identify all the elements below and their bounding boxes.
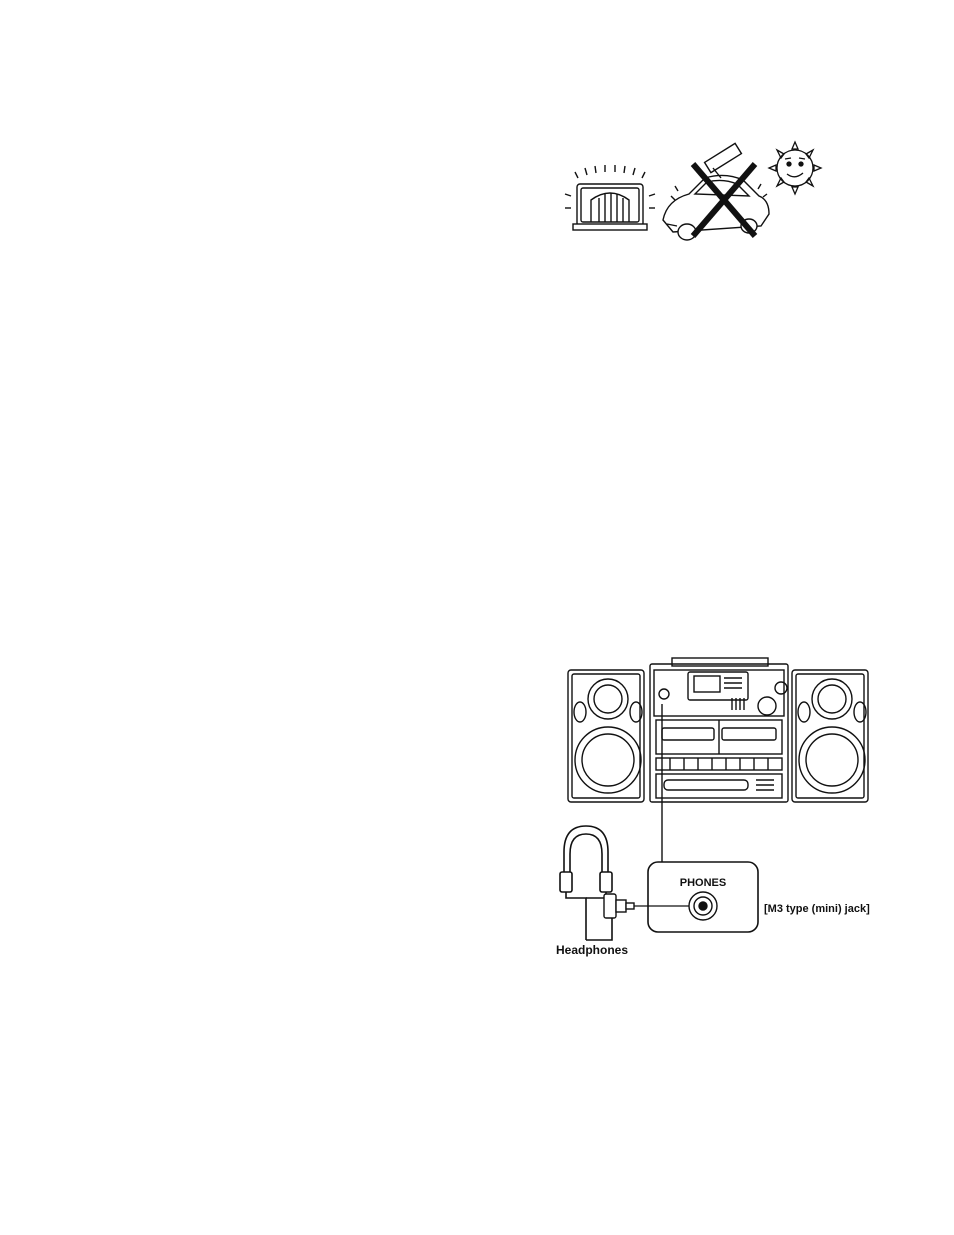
phones-label: PHONES <box>680 877 726 889</box>
jack-type-label: [M3 type (mini) jack] <box>764 903 870 915</box>
headphones-label: Headphones <box>556 943 628 957</box>
mini-plug-icon <box>604 894 634 918</box>
stereo-system-icon <box>568 658 868 802</box>
caution-illustrations <box>555 138 835 248</box>
headphones-connection-diagram: PHONES [M3 type (mini) jack] <box>552 654 892 966</box>
phones-jack-callout: PHONES <box>648 862 758 932</box>
headphones-icon <box>560 826 612 940</box>
sun-icon <box>769 142 821 194</box>
car-with-cross-icon <box>663 143 769 240</box>
old-radio-icon <box>565 165 655 230</box>
